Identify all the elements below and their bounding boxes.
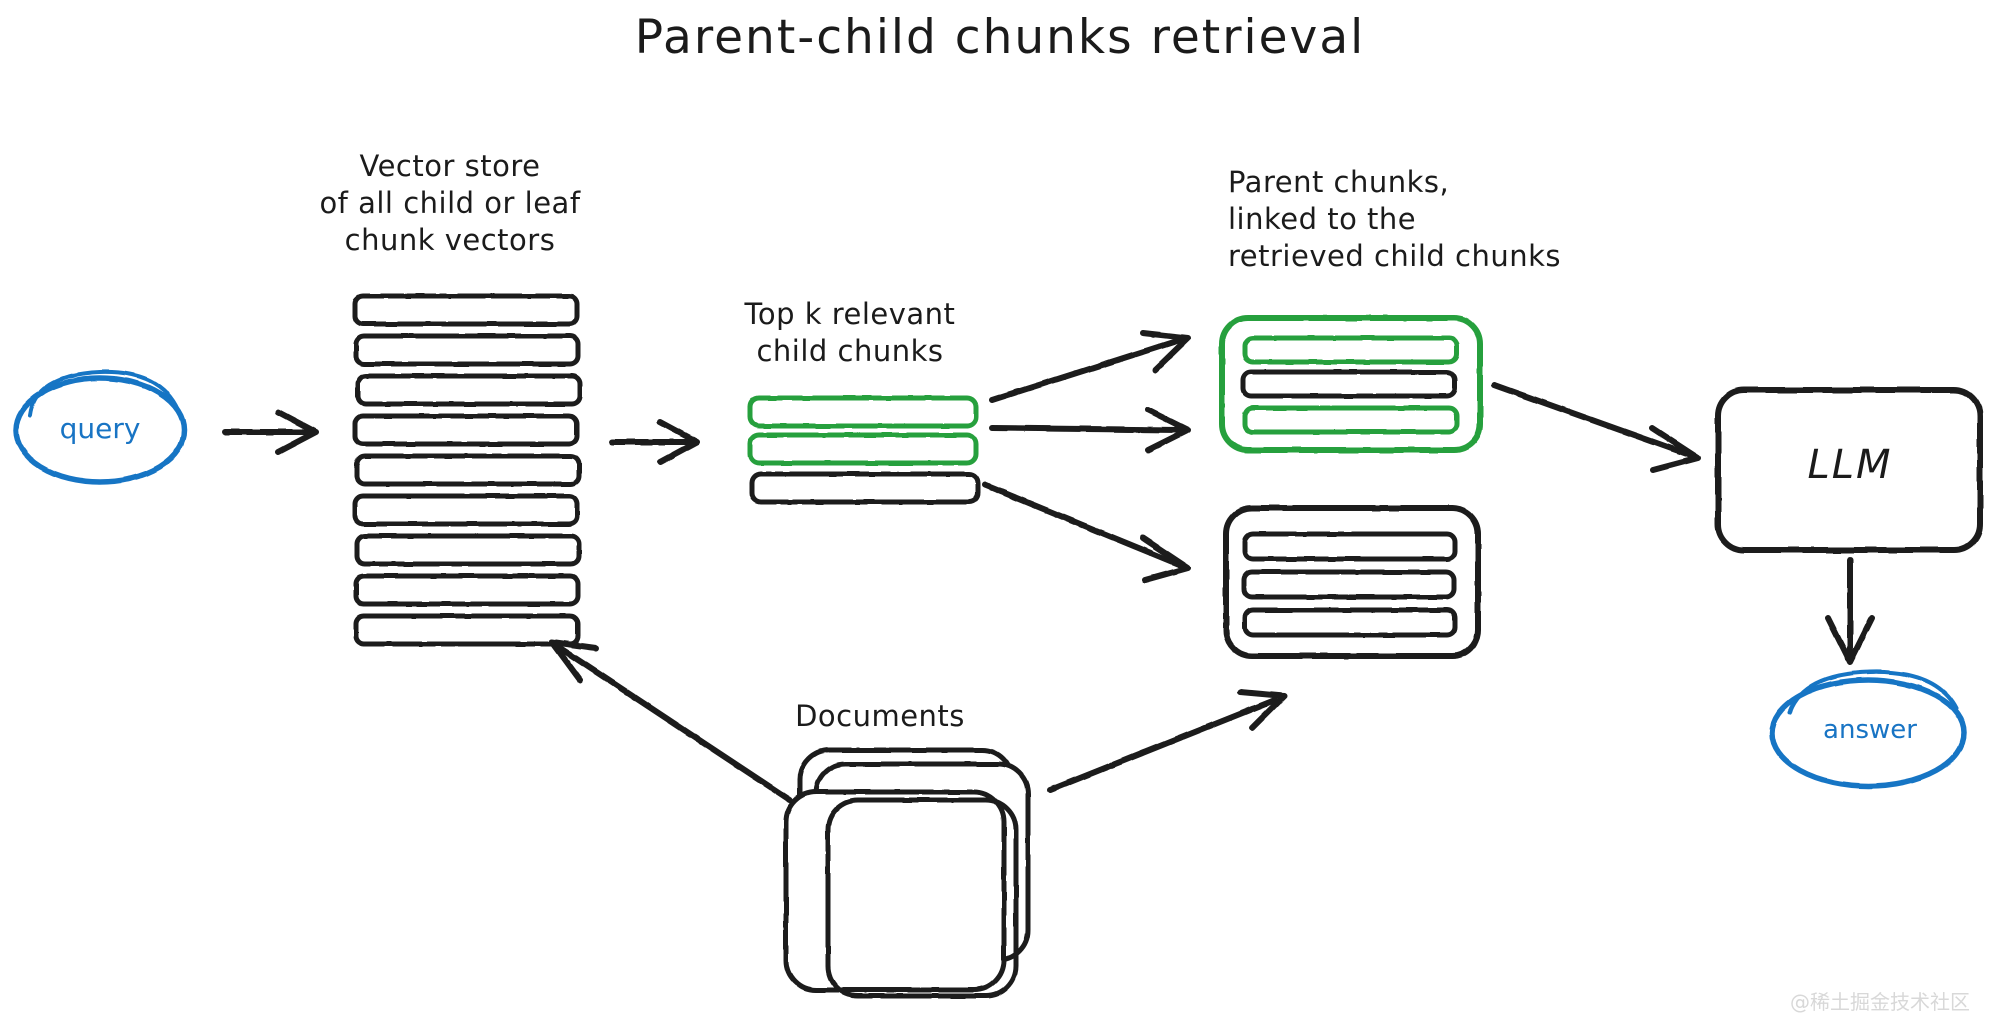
llm-node-label: LLM — [1807, 442, 1893, 488]
query-node-label: query — [59, 412, 141, 445]
answer-node[interactable] — [1769, 669, 1967, 789]
documents-stack[interactable] — [783, 747, 1031, 999]
page-title: Parent-child chunks retrieval — [634, 10, 1366, 65]
top-k-chunks[interactable] — [747, 395, 981, 505]
arrow-topk-to-parent-green-lower — [989, 407, 1191, 453]
arrow-documents-to-parent — [1047, 689, 1287, 793]
documents-label: Documents — [795, 699, 965, 733]
arrow-topk-to-parent-green-upper — [989, 330, 1191, 403]
vector-store-stack[interactable] — [352, 293, 583, 647]
arrow-llm-to-answer — [1825, 557, 1875, 665]
arrow-store-to-topk — [609, 419, 700, 465]
arrow-topk-to-parent-black — [982, 482, 1191, 583]
arrow-documents-to-store — [549, 639, 793, 803]
answer-node-label: answer — [1823, 715, 1917, 745]
parent-chunk-box-black[interactable] — [1223, 505, 1481, 659]
llm-node[interactable] — [1715, 387, 1983, 553]
parent-chunk-box-green[interactable] — [1219, 315, 1483, 453]
query-node[interactable] — [13, 369, 187, 485]
vector-store-label: Vector store of all child or leaf chunk … — [319, 149, 581, 258]
parent-chunks-label: Parent chunks, linked to the retrieved c… — [1228, 165, 1562, 274]
top-k-chunks-label: Top k relevant child chunks — [744, 297, 956, 369]
arrow-query-to-store — [222, 409, 319, 455]
watermark: @稀土掘金技术社区 — [1790, 990, 1970, 1014]
arrow-parent-to-llm — [1491, 382, 1701, 473]
